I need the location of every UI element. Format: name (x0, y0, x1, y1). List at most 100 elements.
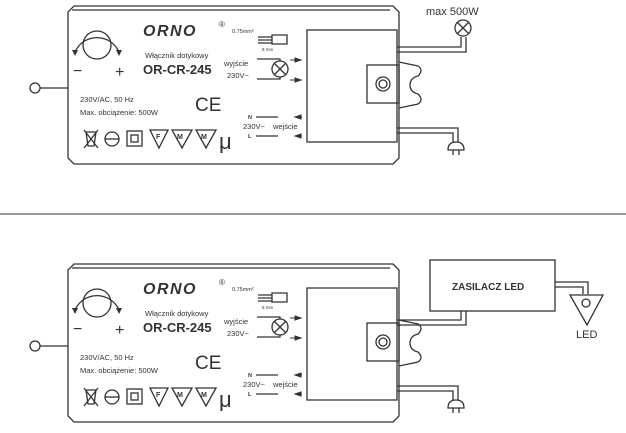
supply-rating: 230V/AC, 50 Hz (80, 353, 134, 362)
lamp-cross (274, 321, 286, 333)
led-label: LED (576, 329, 597, 341)
clip-base (366, 64, 400, 104)
input-label: wejście (272, 122, 298, 131)
led-driver-box (429, 259, 556, 312)
input-leads (256, 374, 278, 395)
product-type: Włącznik dotykowy (145, 309, 209, 318)
product-type: Włącznik dotykowy (145, 51, 209, 60)
output-leads (257, 58, 281, 80)
double-insulation-icon (126, 388, 143, 405)
f-mark-text: F (156, 392, 161, 399)
brand-logo: ORNO (143, 23, 197, 40)
neutral-label: N (248, 115, 252, 121)
lamp-cross (274, 63, 286, 75)
bottom-switch-unit: − + ORNO ® 0.75mm² 8 mm Włącznik dotykow… (29, 263, 465, 423)
max-load: Max. obciążenie: 500W (80, 366, 159, 375)
strip-length: 8 mm (262, 305, 274, 310)
lamp-class-icon (104, 131, 120, 147)
registered-mark: ® (219, 20, 225, 29)
screw-head (378, 337, 388, 347)
input-label: wejście (272, 380, 298, 389)
top-switch-unit: − + ORNO ® 0.75mm² 8 mm Włącznik dotykow… (29, 5, 465, 165)
minus-sign: − (73, 321, 82, 338)
bottom-load: ZASILACZ LED LED (397, 259, 605, 341)
brand-logo: ORNO (143, 281, 197, 298)
input-cable (397, 127, 459, 142)
arrow-heads (72, 308, 122, 314)
output-voltage: 230V~ (227, 71, 250, 80)
switch-body (67, 5, 400, 165)
lamp-icon (454, 19, 472, 37)
arrow-heads (72, 50, 122, 56)
rotate-arrows-icon (74, 294, 120, 311)
lamp-symbol-icon (271, 318, 289, 336)
plus-sign: + (115, 322, 124, 339)
input-arrows-icon (293, 372, 302, 397)
input-voltage: 230V~ (243, 380, 266, 389)
m-mark-icon: M (170, 129, 194, 150)
wire-section: 0.75mm² (232, 29, 254, 35)
neutral-label: N (248, 373, 252, 379)
weee-bin-icon (83, 387, 99, 407)
max-load-label: max 500W (426, 6, 479, 18)
mm-mark-text: M (201, 392, 207, 399)
led-icon (568, 294, 605, 327)
input-voltage: 230V~ (243, 122, 266, 131)
line-label: L (248, 392, 252, 398)
output-arrows-icon (290, 57, 303, 83)
terminal-cover (306, 287, 398, 401)
input-leads (256, 116, 278, 137)
top-load: max 500W (397, 6, 479, 53)
led-driver-label: ZASILACZ LED (452, 282, 524, 293)
switch-body (67, 263, 400, 423)
output-label: wyjście (223, 59, 248, 68)
registered-mark: ® (219, 278, 225, 287)
m-mark-icon: M (170, 387, 194, 408)
mm-mark-icon: M (194, 387, 218, 408)
wire-strip-icon (258, 292, 288, 303)
mm-mark-icon: M (194, 129, 218, 150)
minus-sign: − (73, 63, 82, 80)
mm-mark-text: M (201, 134, 207, 141)
led-dot (581, 298, 591, 308)
rotate-arrows-icon (74, 36, 120, 53)
output-voltage: 230V~ (227, 329, 250, 338)
wire-strip-icon (258, 34, 288, 45)
m-mark-text: M (177, 392, 183, 399)
led-cable (555, 281, 589, 294)
plug-icon (447, 141, 465, 155)
output-cable (397, 37, 467, 53)
output-label: wyjście (223, 317, 248, 326)
supply-rating: 230V/AC, 50 Hz (80, 95, 134, 104)
micro-gap-symbol: μ (219, 129, 232, 154)
micro-gap-symbol: μ (219, 387, 232, 412)
weee-bin-icon (83, 129, 99, 149)
f-mark-text: F (156, 134, 161, 141)
driver-input-cable (397, 311, 467, 326)
wire-section: 0.75mm² (232, 287, 254, 293)
touch-sensor (29, 82, 41, 94)
touch-sensor (29, 340, 41, 352)
screw-icon (375, 76, 391, 92)
lamp-symbol-icon (271, 60, 289, 78)
screw-icon (375, 334, 391, 350)
mounting-clip (398, 319, 422, 367)
clip-base (366, 322, 400, 362)
terminal-cover (306, 29, 398, 143)
plug-icon (447, 399, 465, 413)
lamp-class-icon (104, 389, 120, 405)
line-label: L (248, 134, 252, 140)
ce-mark: CE (195, 353, 221, 374)
plus-sign: + (115, 64, 124, 81)
m-mark-text: M (177, 134, 183, 141)
lamp-cross (457, 22, 469, 34)
strip-length: 8 mm (262, 47, 274, 52)
dial-icon (82, 30, 112, 60)
double-insulation-icon (126, 130, 143, 147)
input-cable (397, 385, 459, 400)
model-number: OR-CR-245 (143, 320, 212, 335)
input-arrows-icon (293, 114, 302, 139)
model-number: OR-CR-245 (143, 62, 212, 77)
output-leads (257, 316, 281, 338)
